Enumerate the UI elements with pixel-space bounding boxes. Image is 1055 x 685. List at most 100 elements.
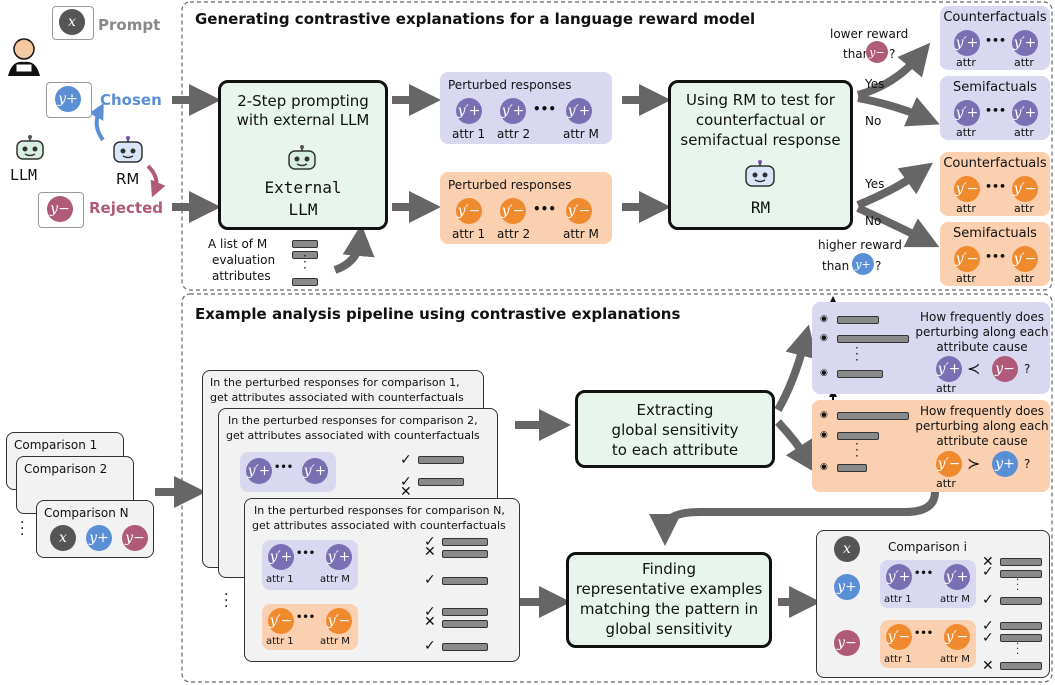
attr-label: attr [956, 272, 976, 285]
succ-symbol: ≻ [967, 454, 981, 473]
check-icon: ✓ [400, 474, 412, 490]
check-icon: ✓ [982, 630, 994, 646]
freq-line2: perturbing along each [915, 325, 1049, 339]
llm-robot-icon [14, 135, 46, 163]
y-plus-token: y+ [992, 451, 1018, 477]
person-icon [4, 36, 44, 76]
list-bar-icon [442, 608, 488, 616]
list-bar-icon [442, 550, 488, 558]
attr-label: attr [1014, 272, 1034, 285]
extract-line2: global sensitivity [611, 421, 739, 439]
list-bar-icon [418, 456, 464, 464]
chosen-label: Chosen [100, 91, 162, 109]
lower-reward-line1: lower reward [830, 27, 909, 41]
y-prime-minus-token: y′− [326, 608, 352, 634]
attr-label: attr [936, 382, 956, 395]
cross-icon: ✕ [424, 544, 436, 560]
attrM-label: attr M [563, 227, 599, 241]
x-token: x [50, 525, 76, 551]
yes-label: Yes [865, 77, 885, 91]
y-prime-minus-token: y′− [886, 624, 912, 650]
y-prime-minus-c-token: y′− [954, 176, 980, 202]
freq-bar [837, 335, 909, 343]
extracting-box [575, 390, 775, 468]
find-line2: representative examples [575, 580, 763, 598]
list-bar-icon [442, 577, 488, 585]
rm-robot-icon [110, 136, 146, 166]
y-prime-minus-s-token: y′− [1012, 246, 1038, 272]
list-bar-icon [1000, 662, 1042, 670]
bullet-icon: ◉ [820, 462, 828, 472]
counterfactuals-label: Counterfactuals [943, 10, 1047, 25]
semifactuals-label: Semifactuals [953, 226, 1037, 241]
card2-line2: get attributes associated with counterfa… [226, 429, 480, 442]
y-prime-plus-token: y′+ [326, 544, 352, 570]
extract-line1: Extracting [636, 401, 714, 419]
y-prime-plus-token: y′+ [944, 564, 970, 590]
freq-bar [837, 370, 883, 378]
rm-robot-icon [742, 160, 778, 190]
cardN-line2: get attributes associated with counterfa… [252, 519, 506, 532]
y-prime-plus-token: y′+ [246, 458, 272, 484]
higher-reward-line2: than [822, 259, 850, 273]
y-minus-token: y− [47, 196, 73, 222]
list-bar-icon [1000, 570, 1042, 578]
step-line1: 2-Step prompting [237, 92, 369, 110]
find-line4: global sensitivity [605, 620, 733, 638]
extract-line3: to each attribute [611, 441, 739, 459]
yes-label: Yes [865, 177, 885, 191]
vertical-dots: ··· [20, 515, 25, 543]
attr-label: attr [936, 477, 956, 490]
cross-icon: ✕ [424, 614, 436, 630]
freq-line3: attribute cause [936, 434, 1028, 448]
rm-test-box [668, 80, 853, 230]
y-plus-token: y+ [55, 86, 81, 112]
external-label: External [264, 178, 342, 197]
attr1-label: attr 1 [266, 636, 294, 647]
y-prime-plus-token: y′+ [566, 98, 592, 124]
attr-label: attr [956, 202, 976, 215]
check-icon: ✓ [982, 564, 994, 580]
freq-line2: perturbing along each [915, 419, 1049, 433]
attrM-label: attr M [563, 127, 599, 141]
ellipsis: ••• [985, 104, 1007, 117]
attr-label: attr [956, 56, 976, 69]
no-label: No [865, 214, 882, 228]
ellipsis: ••• [985, 250, 1007, 263]
find-line1: Finding [642, 560, 696, 578]
list-bar-icon [1000, 597, 1042, 605]
perturbed-label: Perturbed responses [448, 178, 572, 192]
attr-label: attr [1014, 56, 1034, 69]
vertical-dots: ··· [855, 341, 859, 367]
y-prime-plus-c-token: y′+ [1012, 30, 1038, 56]
rm-box-rm: RM [750, 198, 771, 217]
bullet-icon: ◉ [820, 430, 828, 440]
y-prime-plus-token: y′+ [936, 356, 962, 382]
y-minus-token: y− [866, 41, 888, 63]
check-icon: ✓ [424, 572, 436, 588]
card1-line2: get attributes associated with counterfa… [210, 391, 464, 404]
list-bar-icon [1000, 558, 1042, 566]
check-icon: ✓ [982, 592, 994, 608]
y-plus-token: y+ [852, 253, 874, 275]
y-prime-minus-s-token: y′− [954, 246, 980, 272]
attr2-label: attr 2 [497, 227, 531, 241]
y-prime-plus-token: y′+ [886, 564, 912, 590]
y-prime-minus-token: y′− [268, 608, 294, 634]
list-bar-icon [418, 478, 464, 486]
counterfactuals-label: Counterfactuals [943, 156, 1047, 171]
semifactuals-label: Semifactuals [953, 80, 1037, 95]
ellipsis: ••• [274, 462, 294, 473]
no-label: No [865, 114, 882, 128]
y-prime-plus-c-token: y′+ [954, 30, 980, 56]
bullet-icon: ◉ [820, 368, 828, 378]
question-mark: ? [889, 47, 896, 61]
y-prime-plus-token: y′+ [302, 458, 328, 484]
attr-list-line2: evaluation [212, 253, 276, 267]
higher-reward-line1: higher reward [818, 238, 902, 252]
y-prime-plus-token: y′+ [500, 98, 526, 124]
rm-box-line2: counterfactual or [695, 111, 826, 129]
ellipsis: ••• [533, 202, 557, 216]
y-plus-token: y+ [834, 574, 860, 600]
list-bar-icon [442, 538, 488, 546]
